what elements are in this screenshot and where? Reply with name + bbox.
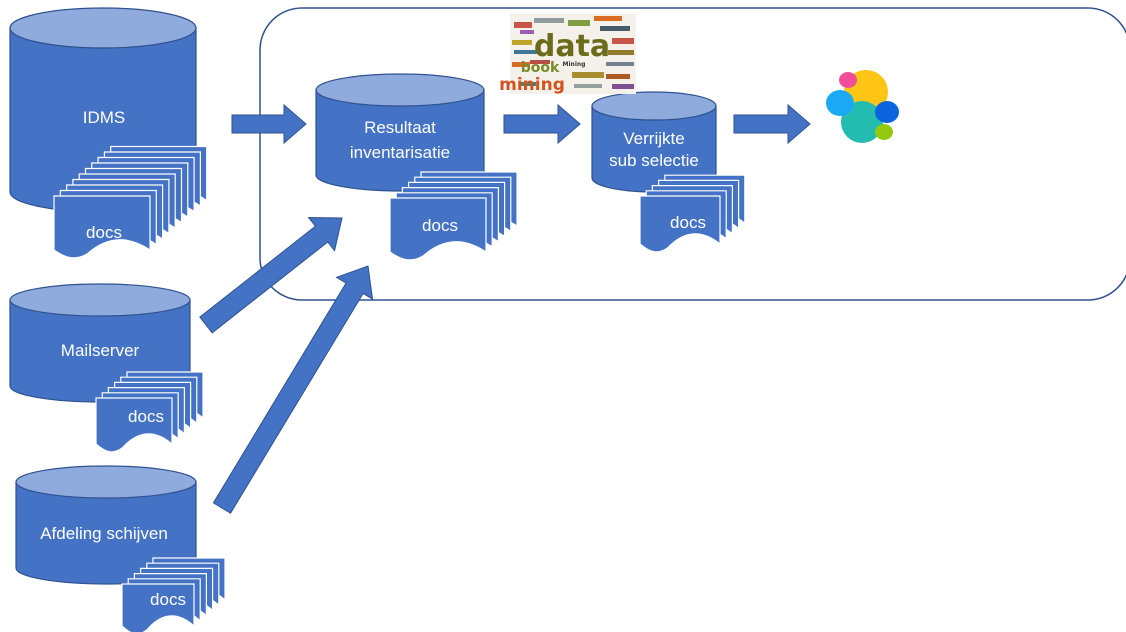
enriched-label-line2: sub selectie	[609, 151, 699, 170]
enriched-docs-label: docs	[670, 213, 706, 232]
afdeling-label: Afdeling schijven	[40, 524, 168, 543]
afdeling-database	[15, 465, 197, 585]
word-cloud-data: data	[534, 29, 610, 64]
word-cloud-mining: mining	[499, 75, 565, 95]
arrow-mailserver-to-inventory	[199, 217, 343, 334]
inventory-label-line2: inventarisatie	[350, 143, 450, 162]
arrow-enriched-to-elastic	[733, 103, 811, 145]
mailserver-label: Mailserver	[61, 341, 140, 360]
arrow-idms-to-inventory	[231, 103, 307, 145]
processing-container	[259, 7, 1126, 301]
mailserver-docs-stack	[95, 371, 204, 453]
word-cloud-book: book	[521, 60, 560, 76]
mailserver-docs-label: docs	[128, 407, 164, 426]
word-cloud-image	[510, 14, 636, 94]
afdeling-docs-label: docs	[150, 590, 186, 609]
inventory-docs-label: docs	[422, 216, 458, 235]
idms-docs-stack	[53, 145, 208, 259]
enriched-database	[591, 91, 717, 193]
inventory-database	[315, 73, 485, 192]
word-cloud-small: Mining	[563, 61, 586, 68]
enriched-label-line1: Verrijkte	[623, 129, 684, 148]
arrow-inventory-to-enriched	[503, 103, 581, 145]
idms-label: IDMS	[83, 108, 126, 127]
elastic-subtitle: Zoekindex	[947, 135, 1026, 154]
inventory-label-line1: Resultaat	[364, 118, 436, 137]
afdeling-docs-stack	[121, 557, 226, 632]
idms-docs-label: docs	[86, 223, 122, 242]
enriched-docs-stack	[639, 174, 746, 253]
arrow-afdeling-to-inventory	[212, 265, 374, 514]
elastic-wordmark: elastic	[966, 111, 1015, 130]
elastic-logo-icon	[826, 70, 899, 143]
inventory-docs-stack	[389, 171, 518, 261]
